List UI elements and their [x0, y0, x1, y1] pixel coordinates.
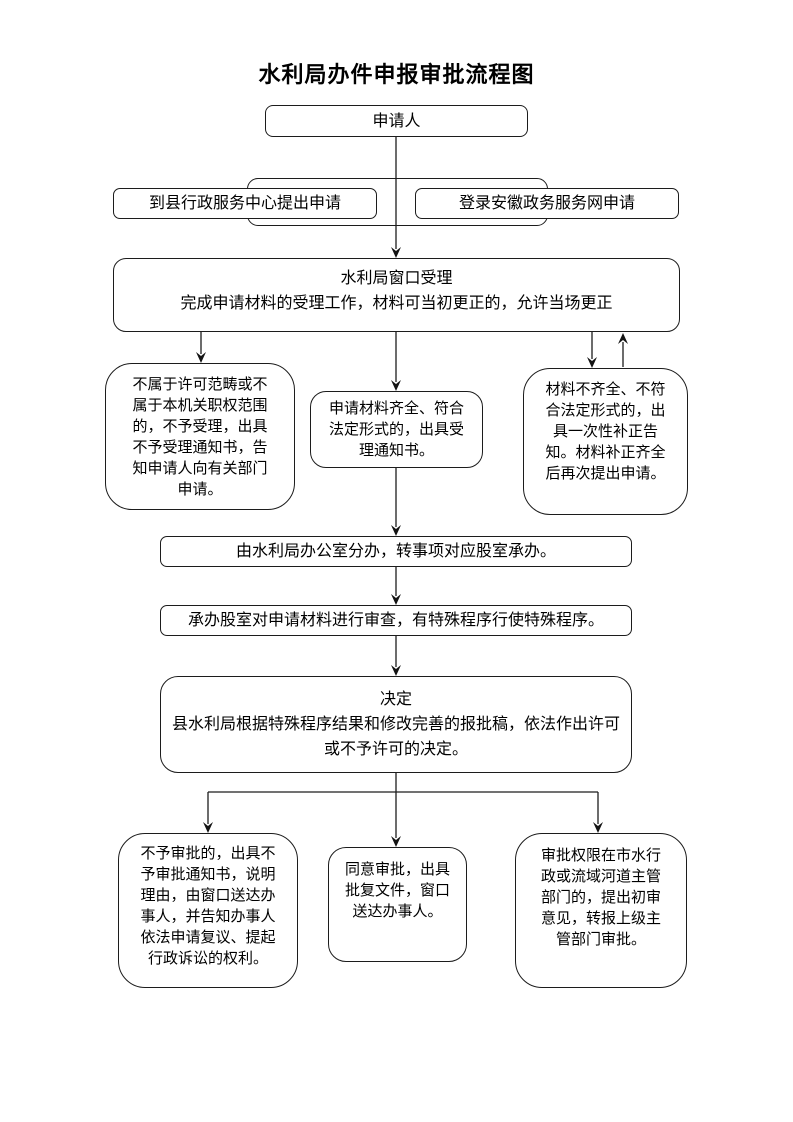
node-approve: 同意审批，出具批复文件，窗口送达办事人。	[328, 847, 467, 962]
arrow-down-dispatch	[391, 525, 401, 536]
node-decision-title: 决定	[379, 691, 412, 708]
node-applicant-label: 申请人	[372, 112, 421, 130]
page-title: 水利局办件申报审批流程图	[258, 62, 535, 87]
arrow-down-reject	[196, 352, 206, 363]
node-deny-approval-label: 不予审批的，出具不予审批通知书，说明理由，由窗口送达办事人，并告知办事人依法申请…	[140, 846, 276, 967]
node-apply-service-center: 到县行政服务中心提出申请	[113, 188, 377, 219]
node-decision: 决定 县水利局根据特殊程序结果和修改完善的报批稿，依法作出许可或不予许可的决定。	[160, 676, 632, 773]
node-supplement-materials-label: 材料不齐全、不符合法定形式的，出具一次性补正告知。材料补正齐全后再次提出申请。	[545, 382, 666, 482]
arrow-down-review	[391, 594, 401, 605]
node-accepted: 申请材料齐全、符合法定形式的，出具受理通知书。	[310, 391, 483, 468]
arrow-down-decision	[391, 665, 401, 676]
node-decision-desc: 县水利局根据特殊程序结果和修改完善的报批稿，依法作出许可或不予许可的决定。	[172, 716, 621, 758]
node-apply-online: 登录安徽政务服务网申请	[415, 188, 679, 219]
node-not-accepted-label: 不属于许可范畴或不属于本机关职权范围的，不予受理，出具不予受理通知书，告知申请人…	[132, 377, 268, 498]
node-accepted-label: 申请材料齐全、符合法定形式的，出具受理通知书。	[328, 401, 464, 459]
node-section-review-label: 承办股室对申请材料进行审查，有特殊程序行使特殊程序。	[187, 612, 604, 629]
arrow-down-ok	[391, 380, 401, 391]
node-escalate-higher-authority-label: 审批权限在市水行政或流域河道主管部门的，提出初审意见，转报上级主管部门审批。	[540, 848, 661, 948]
node-escalate-higher-authority: 审批权限在市水行政或流域河道主管部门的，提出初审意见，转报上级主管部门审批。	[515, 833, 687, 988]
node-supplement-materials: 材料不齐全、不符合法定形式的，出具一次性补正告知。材料补正齐全后再次提出申请。	[523, 368, 688, 515]
arrow-down-approve	[391, 836, 401, 847]
node-office-dispatch: 由水利局办公室分办，转事项对应股室承办。	[160, 536, 632, 567]
node-apply-service-center-label: 到县行政服务中心提出申请	[148, 195, 341, 212]
arrow-up-window	[618, 333, 628, 344]
node-applicant: 申请人	[265, 105, 528, 137]
node-office-dispatch-label: 由水利局办公室分办，转事项对应股室承办。	[235, 543, 556, 560]
arrow-down-deny	[203, 822, 213, 833]
arrow-down-window	[391, 247, 401, 258]
node-approve-label: 同意审批，出具批复文件，窗口送达办事人。	[344, 862, 450, 920]
node-window-accept-desc: 完成申请材料的受理工作，材料可当初更正的，允许当场更正	[180, 295, 613, 312]
node-window-accept-title: 水利局窗口受理	[340, 270, 453, 287]
arrow-down-supplement	[587, 357, 597, 368]
node-deny-approval: 不予审批的，出具不予审批通知书，说明理由，由窗口送达办事人，并告知办事人依法申请…	[118, 833, 298, 988]
node-window-accept: 水利局窗口受理 完成申请材料的受理工作，材料可当初更正的，允许当场更正	[113, 258, 680, 332]
node-not-accepted: 不属于许可范畴或不属于本机关职权范围的，不予受理，出具不予受理通知书，告知申请人…	[105, 363, 295, 510]
node-apply-online-label: 登录安徽政务服务网申请	[458, 195, 635, 212]
arrow-down-escalate	[593, 822, 603, 833]
node-section-review: 承办股室对申请材料进行审查，有特殊程序行使特殊程序。	[160, 605, 632, 636]
